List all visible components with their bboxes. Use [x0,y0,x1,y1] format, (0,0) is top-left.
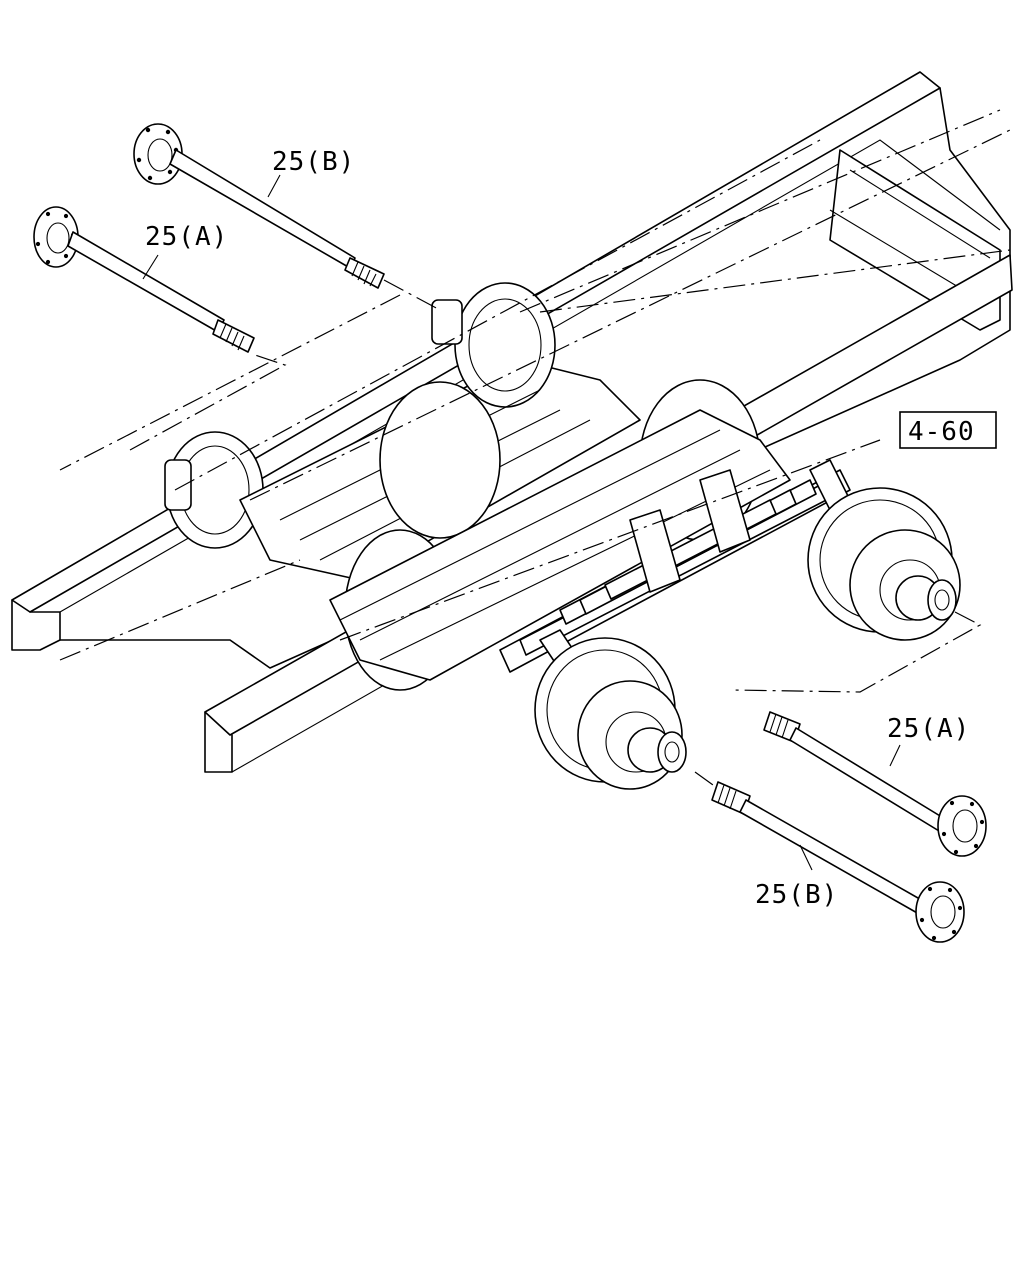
ref-box [899,411,997,449]
axle-shaft-b-lower [711,781,965,943]
label-25a-lower: 25(A) [887,714,970,744]
leaf-spring [499,459,861,701]
axle-shaft-a-upper [33,206,255,353]
axle-shaft-b-upper [133,123,385,289]
label-25b-upper: 25(B) [272,147,355,177]
label-25a-upper: 25(A) [145,222,228,252]
wheel-hub-left [534,637,687,790]
center-lines [59,109,1011,791]
wheel-hub-right [807,487,961,641]
rear-axle-housing [164,282,641,581]
ref-label: 4-60 [908,417,975,447]
label-25b-lower: 25(B) [755,880,838,910]
axle-shaft-a-lower [763,711,987,857]
